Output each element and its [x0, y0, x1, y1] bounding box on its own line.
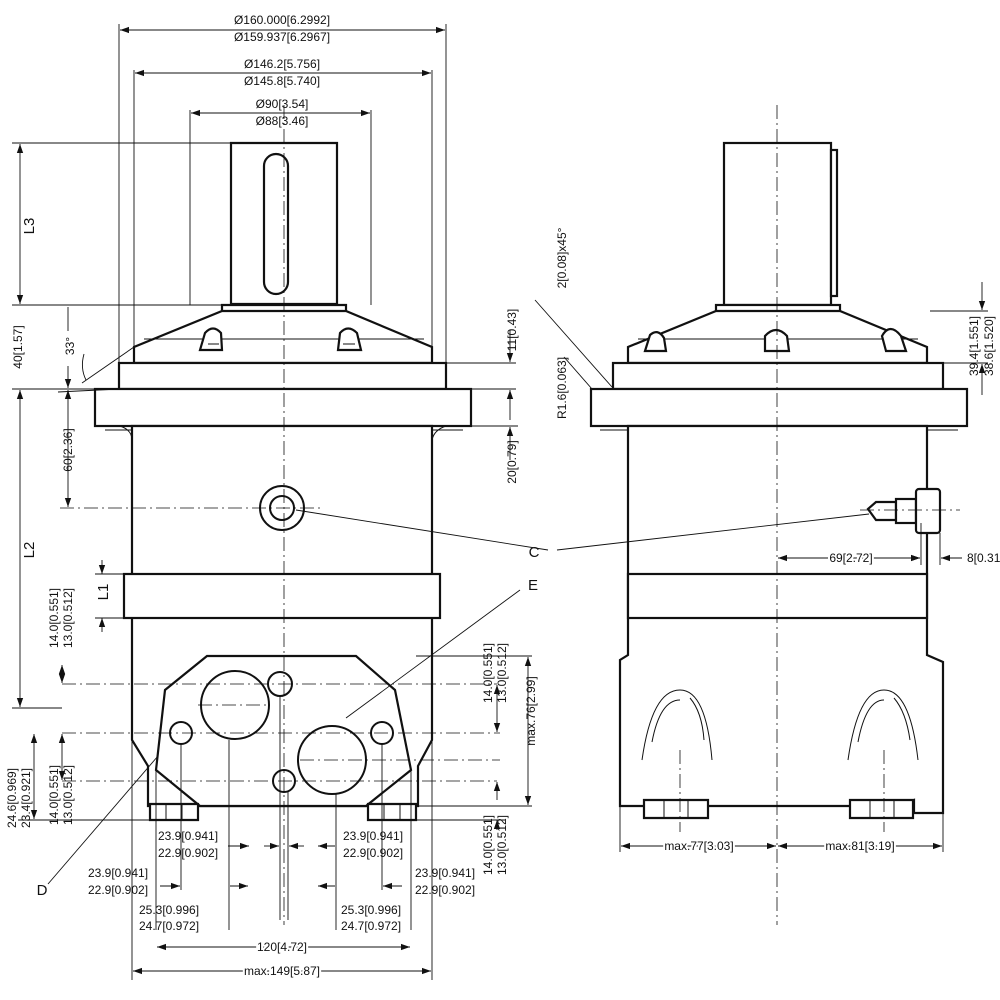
- shaft-keyway: [262, 152, 290, 296]
- side-foot-right: [848, 798, 915, 820]
- dim-right-14-a: 14.0[0.551]: [481, 643, 495, 703]
- dim-d160-upper: Ø160.000[6.2992]: [234, 13, 330, 27]
- dim-22-9-b: 22.9[0.902]: [343, 846, 403, 860]
- dim-l3: L3: [21, 218, 38, 235]
- dim-right-13-b: 13.0[0.512]: [495, 815, 509, 875]
- side-arch-right: [847, 689, 919, 761]
- dim-d90-lower: Ø88[3.46]: [256, 114, 309, 128]
- dim-33-angle: 33°: [63, 337, 77, 355]
- side-flange-plate: [611, 361, 945, 391]
- front-foot-left: [148, 802, 200, 822]
- dim-23-9-d: 23.9[0.941]: [415, 866, 475, 880]
- drain-fitting-hex: [894, 497, 918, 525]
- dim-38-6: 38.6[1.520]: [982, 316, 996, 376]
- dim-max81: max.81[3.19]: [825, 839, 894, 853]
- drain-fitting-nut: [914, 487, 942, 535]
- side-pilot-pocket-right: [880, 327, 908, 353]
- dim-l1: L1: [95, 584, 112, 601]
- dim-left-13-b: 13.0[0.512]: [61, 765, 75, 825]
- dim-11: 11[0.43]: [505, 309, 519, 351]
- dim-d160-lower: Ø159.937[6.2967]: [234, 30, 330, 44]
- dim-d146-lower: Ø145.8[5.740]: [244, 74, 320, 88]
- dim-radius: R1.6[0.063]: [555, 357, 569, 419]
- dim-max77: max.77[3.03]: [664, 839, 733, 853]
- dim-25-3-b: 25.3[0.996]: [341, 903, 401, 917]
- dim-22-9-a: 22.9[0.902]: [158, 846, 218, 860]
- dim-d90-upper: Ø90[3.54]: [256, 97, 309, 111]
- dim-max149: max.149[5.87]: [244, 964, 320, 978]
- front-dimension-texts: Ø160.000[6.2992] Ø159.937[6.2967] Ø146.2…: [5, 13, 540, 980]
- dim-22-9-d: 22.9[0.902]: [415, 883, 475, 897]
- front-mounting-flange: [93, 387, 473, 428]
- dim-d146-upper: Ø146.2[5.756]: [244, 57, 320, 71]
- dim-23-9-a: 23.9[0.941]: [158, 829, 218, 843]
- dim-24-7-a: 24.7[0.972]: [139, 919, 199, 933]
- front-flange-plate: [117, 361, 448, 391]
- front-body-band: [122, 572, 442, 620]
- dim-40: 40[1.57]: [11, 325, 25, 368]
- dim-24-6: 24.6[0.969]: [5, 768, 19, 828]
- side-motor-body: [618, 424, 945, 815]
- side-view: [589, 105, 969, 925]
- dim-69: 69[2.72]: [829, 551, 872, 565]
- dim-20: 20[0.79]: [505, 440, 519, 483]
- front-pilot-cone: [132, 309, 434, 365]
- front-foot-right: [366, 802, 418, 822]
- side-pilot-pocket-left: [643, 331, 668, 353]
- side-shaft: [722, 141, 833, 307]
- dim-left-14-a: 14.0[0.551]: [47, 588, 61, 648]
- dim-39-4: 39.4[1.551]: [967, 316, 981, 376]
- dim-left-14-b: 14.0[0.551]: [47, 765, 61, 825]
- dim-left-13-a: 13.0[0.512]: [61, 588, 75, 648]
- dim-25-3-a: 25.3[0.996]: [139, 903, 199, 917]
- side-dimension-lines: [534, 282, 988, 852]
- dim-23-4: 23.4[0.921]: [19, 768, 33, 828]
- callout-c: C: [529, 544, 540, 561]
- dim-23-9-b: 23.9[0.941]: [343, 829, 403, 843]
- dim-120: 120[4.72]: [257, 940, 307, 954]
- dim-23-9-c: 23.9[0.941]: [88, 866, 148, 880]
- dim-right-14-b: 14.0[0.551]: [481, 815, 495, 875]
- dim-24-7-b: 24.7[0.972]: [341, 919, 401, 933]
- side-mounting-flange: [589, 387, 969, 428]
- dim-max76: max.76[2.99]: [524, 676, 538, 745]
- front-pilot-pocket-left: [198, 327, 224, 352]
- front-dimension-lines: [12, 24, 549, 980]
- dim-22-9-c: 22.9[0.902]: [88, 883, 148, 897]
- dim-60: 60[2.36]: [61, 428, 75, 471]
- dim-8: 8[0.31]: [967, 551, 1000, 565]
- front-view: [60, 105, 500, 925]
- dim-right-13-a: 13.0[0.512]: [495, 643, 509, 703]
- side-dimension-texts: 2[0.08]x45° R1.6[0.063] 39.4[1.551] 38.6…: [555, 227, 1000, 855]
- side-body-band: [626, 572, 929, 620]
- front-pilot-pocket-right: [336, 327, 363, 352]
- callout-d: D: [37, 882, 48, 899]
- dim-l2: L2: [21, 542, 38, 559]
- callout-e: E: [528, 577, 538, 594]
- side-shaft-key: [829, 148, 839, 298]
- side-foot-left: [642, 798, 710, 820]
- dim-chamfer: 2[0.08]x45°: [555, 227, 569, 288]
- side-arch-left: [641, 689, 713, 761]
